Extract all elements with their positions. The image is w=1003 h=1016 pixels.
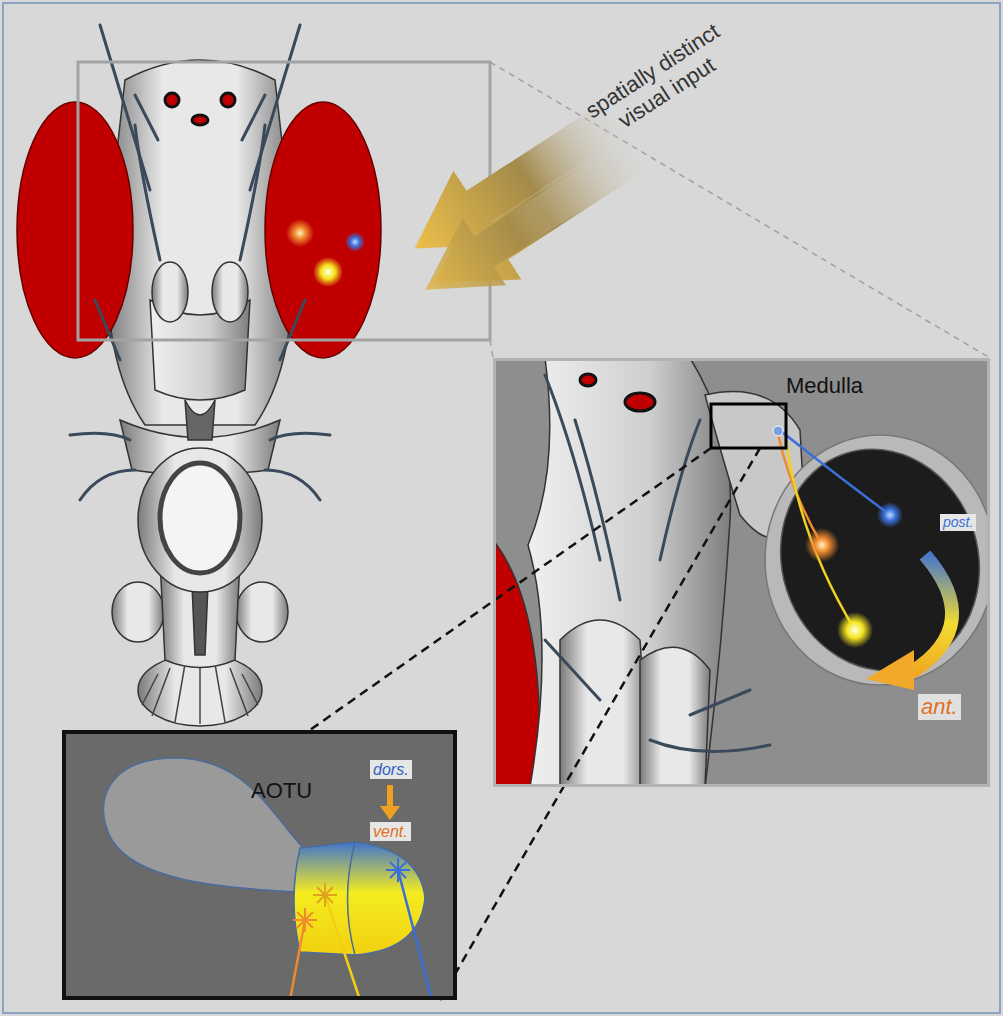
axis-arrowhead <box>866 650 914 690</box>
zoom-box <box>711 404 786 448</box>
medulla-panel: Medulla <box>493 358 990 787</box>
axis-label: dors. <box>370 760 412 779</box>
aotu-dot <box>773 426 783 436</box>
axis-label: ant. <box>918 694 961 720</box>
axis-arrow <box>912 555 952 672</box>
aotu-illustration <box>103 758 432 1000</box>
projection-lines <box>778 432 890 630</box>
bursts <box>293 858 410 932</box>
dv-arrowhead <box>380 806 400 820</box>
axis-label: vent. <box>370 822 411 841</box>
dv-arrow-shaft <box>387 785 393 808</box>
panel-title: Medulla <box>786 373 863 399</box>
axis-label: post. <box>940 514 976 531</box>
panel-title: AOTU <box>251 778 312 804</box>
medulla-spots <box>805 502 903 648</box>
zoom-frame <box>78 62 490 340</box>
fly-head <box>17 60 381 726</box>
aotu-panel-fill <box>62 730 457 1000</box>
bristles <box>70 25 330 500</box>
input-label: spatially distinct visual input <box>562 6 758 159</box>
eye-spots <box>286 219 365 287</box>
medulla-illustration <box>493 358 990 787</box>
